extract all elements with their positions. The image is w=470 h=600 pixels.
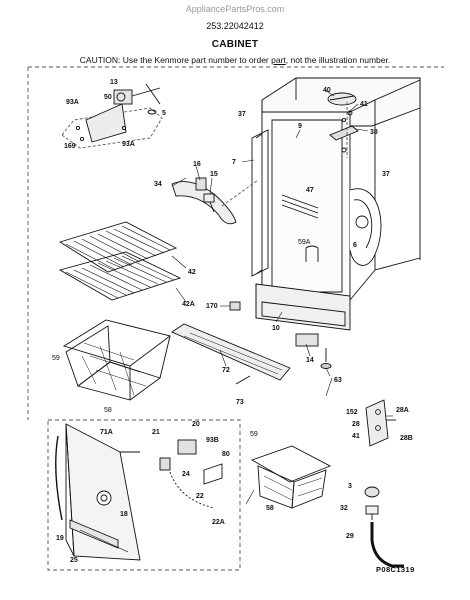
screw-73 — [235, 375, 251, 385]
storage-bin — [250, 445, 332, 509]
label-7: 7 — [232, 159, 236, 166]
label-5: 5 — [162, 110, 166, 117]
label-59: 59 — [250, 431, 258, 438]
kick-plate — [171, 323, 291, 381]
label-28A: 28A — [396, 407, 409, 414]
watermark: AppliancePartsPros.com — [185, 4, 285, 14]
label-40: 40 — [323, 87, 331, 94]
label-41: 41 — [360, 101, 368, 108]
label-71A: 71A — [100, 429, 113, 436]
label-28B: 28B — [400, 435, 413, 442]
label-9: 9 — [298, 123, 302, 130]
label-32: 32 — [340, 505, 348, 512]
label-14: 14 — [306, 357, 314, 364]
label-93A: 93A — [122, 141, 135, 148]
label-80: 80 — [222, 451, 230, 458]
caution-text: CAUTION: Use the Kenmore part number to … — [79, 55, 272, 65]
label-63: 63 — [334, 377, 342, 384]
label-3: 3 — [348, 483, 352, 490]
bottom-hinge — [365, 399, 396, 447]
callout-labels: 40 41 38 37 37 9 7 47 6 59A 13 50 93A 5 … — [52, 79, 415, 574]
label-58: 58 — [266, 505, 274, 512]
label-169: 169 — [64, 143, 76, 150]
label-93B: 93B — [206, 437, 219, 444]
label-15: 15 — [210, 171, 218, 178]
inner-ribs — [281, 194, 319, 219]
label-42A: 42A — [182, 301, 195, 308]
label-73: 73 — [236, 399, 244, 406]
label-41: 41 — [352, 433, 360, 440]
caution-note: CAUTION: Use the Kenmore part number to … — [0, 55, 470, 65]
label-28: 28 — [352, 421, 360, 428]
label-59A: 59A — [298, 239, 311, 246]
label-37: 37 — [382, 171, 390, 178]
label-13: 13 — [110, 79, 118, 86]
label-19: 19 — [56, 535, 64, 542]
leveling-leg — [320, 348, 332, 369]
drain-assembly — [364, 486, 404, 568]
door-panel-inset — [47, 419, 241, 571]
door-gasket — [251, 129, 269, 277]
label-170: 170 — [206, 303, 218, 310]
label-22: 22 — [196, 493, 204, 500]
label-29: 29 — [346, 533, 354, 540]
label-152: 152 — [346, 409, 358, 416]
label-18: 18 — [120, 511, 128, 518]
label-6: 6 — [353, 242, 357, 249]
cabinet-body — [255, 77, 421, 331]
label-42: 42 — [188, 269, 196, 276]
shelf-clip — [305, 245, 319, 262]
caution-text-end: , not the illustration number. — [285, 55, 391, 65]
label-58: 58 — [104, 407, 112, 414]
wire-shelf-upper — [58, 221, 178, 273]
model-number: 253.22042412 — [206, 21, 264, 31]
label-47: 47 — [306, 187, 314, 194]
diagram-code: P08C1319 — [376, 565, 415, 574]
label-93A: 93A — [66, 99, 79, 106]
evaporator-coil — [349, 188, 382, 266]
label-21: 21 — [152, 429, 160, 436]
thermostat-parts — [159, 439, 223, 509]
wire-basket — [62, 319, 172, 401]
label-10: 10 — [272, 325, 280, 332]
label-72: 72 — [222, 367, 230, 374]
leader-lines — [171, 89, 393, 505]
label-22A: 22A — [212, 519, 225, 526]
label-59: 59 — [52, 355, 60, 362]
label-24: 24 — [182, 471, 190, 478]
section-title: CABINET — [211, 39, 259, 50]
label-50: 50 — [104, 94, 112, 101]
caution-part-link[interactable]: part — [271, 55, 286, 65]
clip-170 — [229, 301, 241, 311]
fan-bracket-inset — [61, 83, 163, 149]
label-25: 25 — [70, 557, 78, 564]
label-20: 20 — [192, 421, 200, 428]
wire-shelf-lower — [58, 251, 182, 301]
label-34: 34 — [154, 181, 162, 188]
label-16: 16 — [193, 161, 201, 168]
label-38: 38 — [370, 129, 378, 136]
label-37: 37 — [238, 111, 246, 118]
leveling-bracket — [295, 333, 319, 347]
door-handle — [171, 177, 237, 225]
